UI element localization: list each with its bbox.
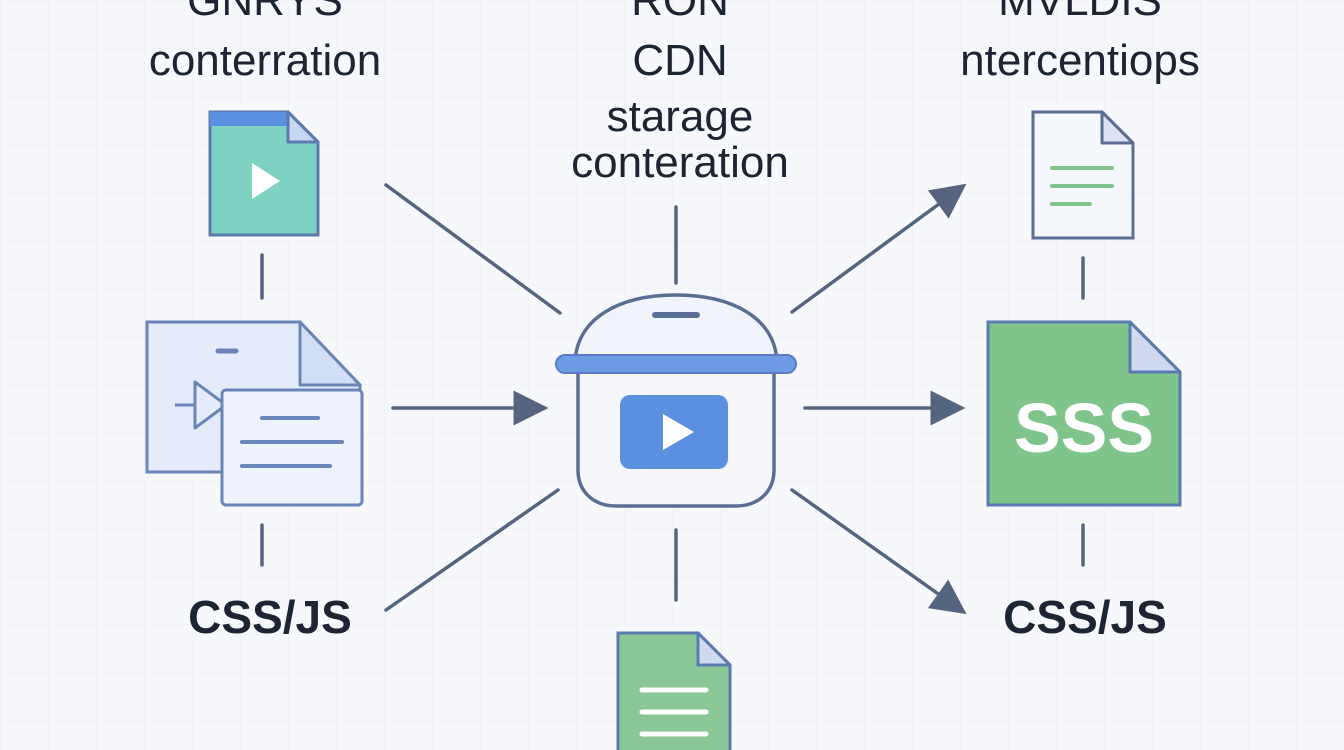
center-top-label: RON CDN starage conteration [520,0,840,187]
left-top-label-line1: GNRYS [95,0,435,24]
center-top-label-line2: CDN [632,36,728,85]
bottom-left-label: CSS/JS [188,591,352,643]
left-top-label: GNRYS conterration [95,0,435,84]
arrow-center-to-bottom-right [790,488,967,615]
line-bottom-left-to-center [384,488,560,612]
line-left-top-to-center [384,183,562,315]
right-top-label-line2: ntercentiops [960,36,1200,85]
sss-file-icon: SSS [986,320,1182,507]
document-file-icon [616,631,732,750]
bottom-right-label: CSS/JS [1003,591,1167,643]
video-and-document-files-icon [145,320,364,507]
left-top-label-line2: conterration [148,36,382,85]
right-top-label: MVLDIS ntercentiops [910,0,1250,84]
center-top-label-line3: starage [606,92,754,142]
right-top-label-line1: MVLDIS [910,0,1250,24]
connectors [260,183,1085,615]
sss-badge-text: SSS [1014,389,1154,467]
video-file-icon [208,110,320,237]
cdn-storage-container-icon [555,293,797,508]
document-file-icon [1031,110,1135,240]
arrow-center-to-right-top [790,183,967,314]
center-top-label-line1: RON [520,0,840,24]
center-top-label-line4: conteration [571,138,789,188]
